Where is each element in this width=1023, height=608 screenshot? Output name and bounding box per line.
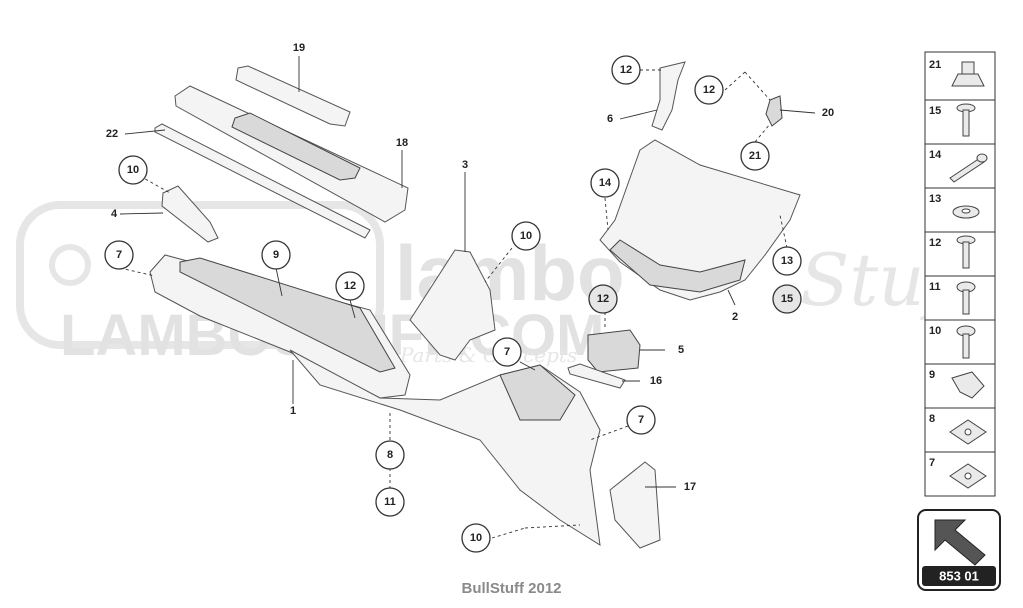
part-3-duct: [409, 249, 496, 361]
legend-num-15: 15: [929, 105, 941, 117]
callout-18: 18: [396, 137, 408, 149]
legend-cell-14: [924, 143, 996, 189]
callout-circle-13: [772, 246, 802, 276]
callout-12a: 12: [344, 280, 356, 292]
torx-screw-icon: [956, 281, 976, 315]
flange-screw-icon: [956, 235, 976, 269]
callout-20: 20: [822, 107, 834, 119]
callout-11: 11: [384, 496, 396, 508]
callout-5: 5: [678, 344, 684, 356]
part-16-plate: [567, 363, 626, 389]
callout-4: 4: [111, 208, 118, 220]
callout-13: 13: [781, 255, 793, 267]
direction-arrow-icon: [934, 519, 986, 566]
part-20-clip: [765, 95, 783, 127]
callout-7b: 7: [504, 346, 510, 358]
legend-num-7: 7: [929, 457, 935, 469]
diagram-reference-box: 853 01: [917, 509, 1001, 591]
part-rear-panel: [289, 349, 601, 546]
callout-circle-9: [261, 240, 291, 270]
footer-credit: BullStuff 2012: [461, 580, 562, 597]
pan-screw-icon: [956, 325, 976, 359]
callout-circle-7b: [492, 337, 522, 367]
clip-nut-icon: [949, 463, 987, 489]
legend-num-13: 13: [929, 193, 941, 205]
callout-circle-12d: [694, 75, 724, 105]
legend-num-9: 9: [929, 369, 935, 381]
callout-circle-21: [740, 141, 770, 171]
callout-circle-14: [590, 168, 620, 198]
callout-circle-15: [772, 284, 802, 314]
callout-2: 2: [732, 311, 738, 323]
callout-10c: 10: [470, 532, 482, 544]
callout-circle-11: [375, 487, 405, 517]
callout-6: 6: [607, 113, 613, 125]
callout-circle-7c: [626, 405, 656, 435]
callout-22: 22: [106, 128, 118, 140]
nut-icon: [951, 61, 985, 87]
callout-21: 21: [749, 150, 761, 162]
reference-label-bg: [922, 566, 996, 586]
legend-num-14: 14: [929, 149, 942, 161]
callout-19: 19: [293, 42, 305, 54]
leader-lines: [119, 56, 816, 539]
part-6-bracket: [651, 61, 686, 131]
speed-nut-icon: [949, 419, 987, 445]
callout-9: 9: [273, 249, 279, 261]
legend-num-8: 8: [929, 413, 935, 425]
callout-circle-7a: [104, 240, 134, 270]
callout-10b: 10: [520, 230, 532, 242]
callout-circle-8: [375, 440, 405, 470]
legend-num-21: 21: [929, 59, 941, 71]
callout-14: 14: [599, 177, 612, 189]
callout-3: 3: [462, 159, 468, 171]
part-1-lower-sill: [149, 254, 411, 399]
callout-7a: 7: [116, 249, 122, 261]
callout-1: 1: [290, 405, 296, 417]
washer-icon: [952, 205, 980, 219]
callout-10a: 10: [127, 164, 139, 176]
bolt-icon: [949, 153, 988, 183]
callout-circle-10a: [118, 155, 148, 185]
screw-icon: [956, 103, 976, 137]
legend-num-11: 11: [929, 281, 941, 293]
clip-icon: [951, 371, 985, 399]
part-2-tray: [599, 139, 801, 301]
part-19-trim-strip: [235, 65, 351, 127]
callout-circle-12c: [611, 55, 641, 85]
callout-circle-10c: [461, 523, 491, 553]
callout-15: 15: [781, 293, 793, 305]
callouts: 19 22 18 10 4 7 9 12 3 10 1 8 11 7 12 5 …: [104, 42, 834, 553]
callout-circle-12b: [588, 284, 618, 314]
callout-12b: 12: [597, 293, 609, 305]
legend-num-10: 10: [929, 325, 941, 337]
part-18-sill-panel: [174, 85, 409, 223]
callout-17: 17: [684, 481, 696, 493]
watermark-tagline: Parts & Concepts: [399, 343, 577, 367]
callout-circle-12a: [335, 271, 365, 301]
callout-8: 8: [387, 449, 393, 461]
callout-12d: 12: [703, 84, 715, 96]
fastener-legend: 21 15 14 13 12 11: [924, 51, 996, 497]
callout-16: 16: [650, 375, 662, 387]
callout-7c: 7: [638, 414, 644, 426]
legend-num-12: 12: [929, 237, 941, 249]
reference-number: 853 01: [939, 569, 979, 584]
callout-circle-10b: [511, 221, 541, 251]
watermark-car-outline: [16, 201, 384, 349]
callout-12c: 12: [620, 64, 632, 76]
part-4-bracket: [161, 185, 219, 243]
part-17-cover: [609, 461, 661, 549]
watermark-car-lamp: [49, 244, 91, 286]
part-5-connector: [587, 329, 641, 373]
